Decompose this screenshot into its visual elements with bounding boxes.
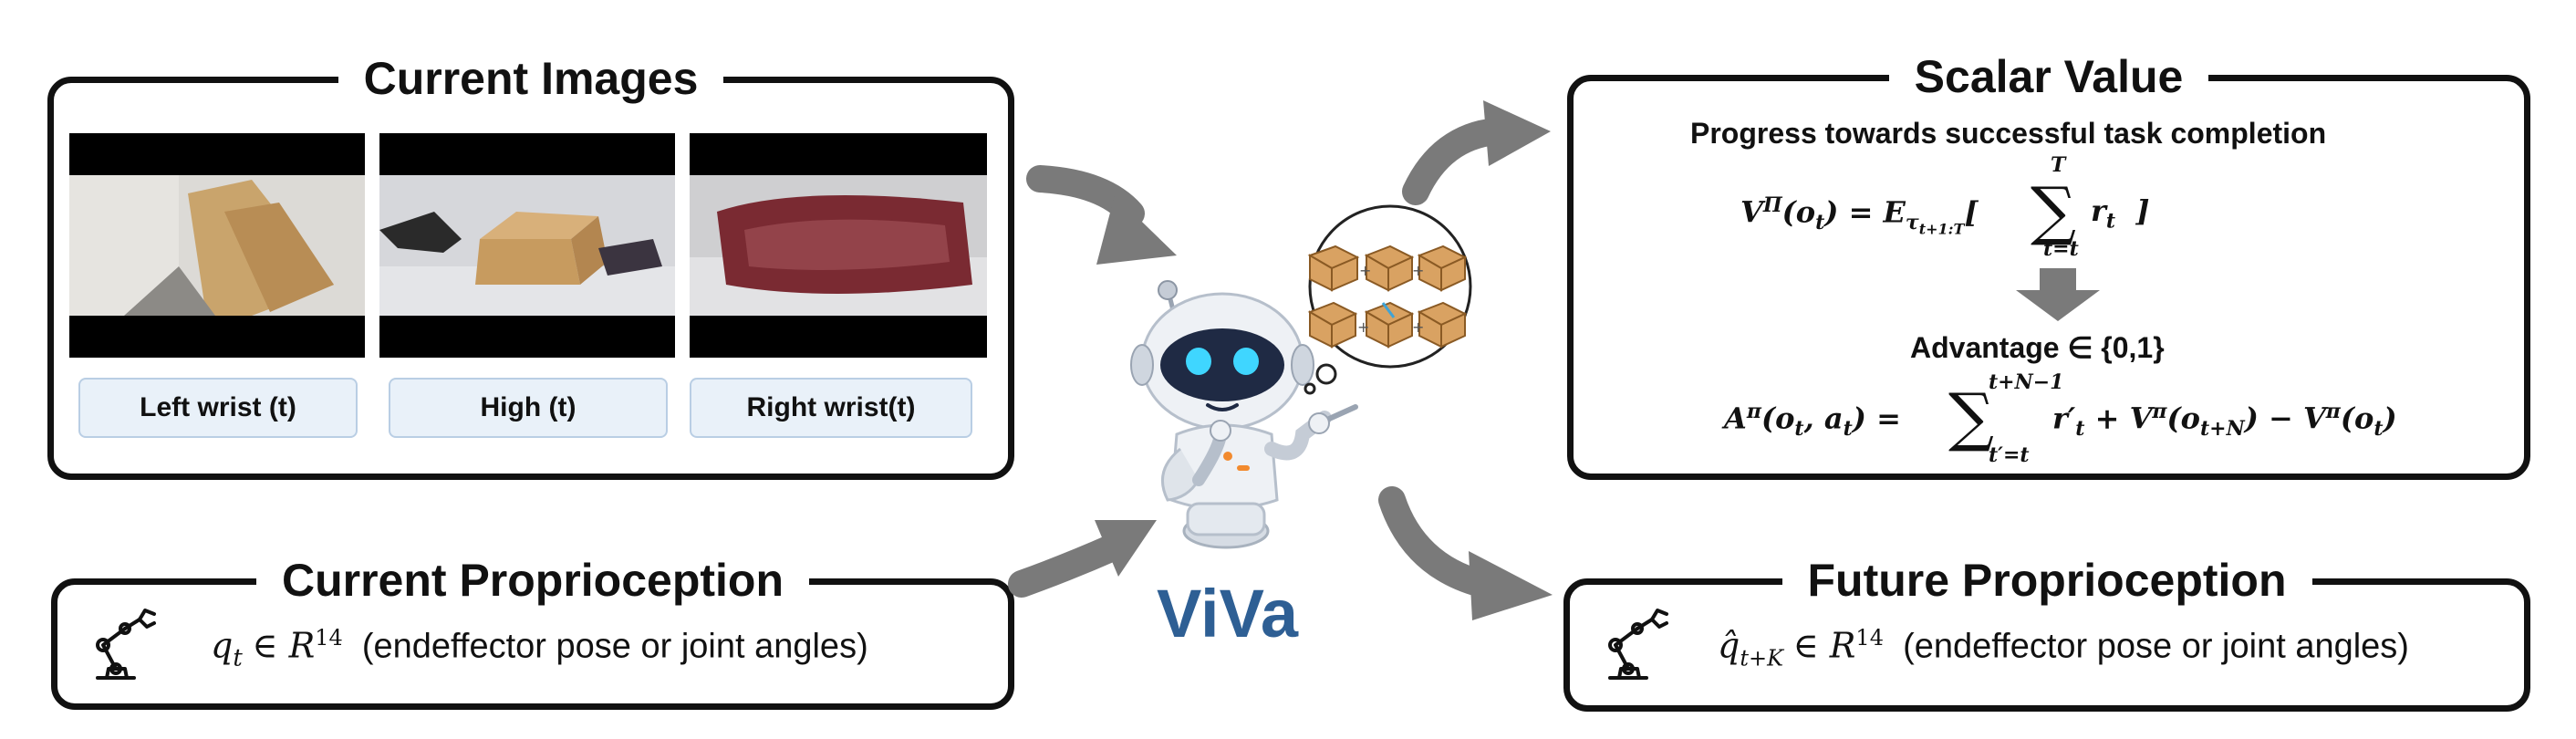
left-wrist-label: Left wrist (t) — [78, 378, 358, 438]
down-arrow — [2016, 268, 2100, 321]
space-symbol: R — [1829, 625, 1856, 666]
arrow-proprio-to-model — [1008, 534, 1127, 598]
advantage-label: Advantage ∈ {0,1} — [1910, 331, 2165, 364]
current-proprioception-description: (endeffector pose or joint angles) — [361, 627, 868, 666]
thought-bubble: + + + + — [1304, 204, 1472, 395]
future-proprioception-panel: Future Proprioception q̂t+K ∈ R14 (endef… — [1563, 550, 2530, 712]
svg-text:+: + — [1359, 262, 1371, 279]
high-camera-image — [379, 133, 675, 358]
future-proprioception-title: Future Proprioception — [1781, 550, 2312, 610]
svg-text:+: + — [1412, 262, 1424, 279]
robot-arm-icon — [96, 609, 156, 680]
high-label: High (t) — [389, 378, 668, 438]
right-wrist-camera-image — [690, 133, 987, 358]
progress-subtitle: Progress towards successful task complet… — [1690, 117, 2327, 150]
arrow-model-to-future — [1378, 486, 1495, 598]
current-proprioception-title: Current Proprioception — [255, 550, 810, 610]
q-hat-subscript: t+K — [1740, 645, 1784, 671]
space-symbol: R — [288, 625, 316, 666]
svg-text:+: + — [1412, 318, 1424, 336]
future-proprioception-description: (endeffector pose or joint angles) — [1903, 627, 2409, 666]
model-name: ViVa — [1157, 576, 1299, 651]
current-proprioception-panel: Current Proprioception qt ∈ R14 (endeffe… — [51, 550, 1014, 710]
svg-text:+: + — [1357, 318, 1369, 336]
space-dim: 14 — [315, 625, 343, 651]
future-proprioception-formula: q̂t+K ∈ R14 (endeffector pose or joint a… — [1718, 625, 2409, 671]
space-dim: 14 — [1855, 625, 1884, 651]
left-wrist-camera-image — [69, 133, 365, 358]
scalar-value-panel: Scalar Value — [1567, 47, 2530, 480]
scalar-value-title: Scalar Value — [1888, 47, 2209, 107]
q-subscript: t — [233, 644, 243, 672]
robot-mascot-illustration — [1130, 280, 1358, 549]
q-hat-symbol: q̂ — [1718, 625, 1740, 666]
arrow-model-to-value — [1402, 118, 1510, 205]
current-images-title: Current Images — [338, 48, 724, 109]
robot-arm-icon — [1608, 609, 1668, 680]
right-wrist-label: Right wrist(t) — [690, 378, 972, 438]
current-proprioception-formula: qt ∈ R14 (endeffector pose or joint angl… — [211, 625, 868, 672]
q-symbol: q — [211, 625, 234, 666]
